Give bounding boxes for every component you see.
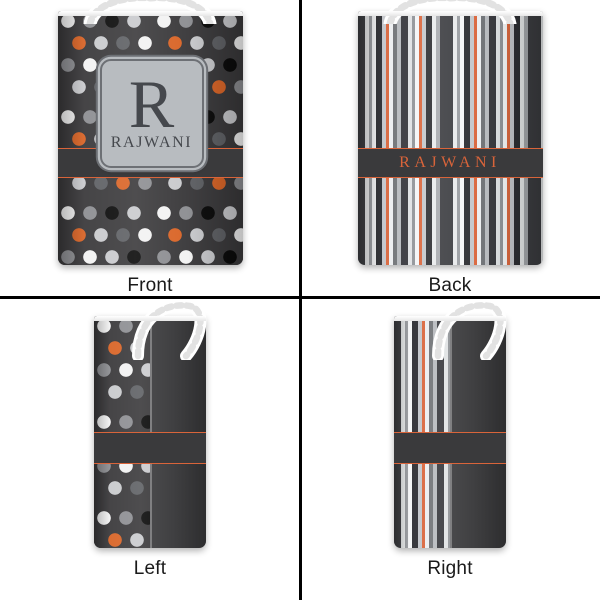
bag-left <box>94 300 207 548</box>
wrap-band <box>94 432 206 464</box>
view-caption-left: Left <box>133 558 167 579</box>
monogram-name: RAJWANI <box>110 133 193 151</box>
view-caption-right: Right <box>427 558 473 579</box>
bag-body-left <box>94 316 206 548</box>
view-panel-right: Right <box>300 300 600 600</box>
bag-back: RAJWANI <box>357 0 543 265</box>
vertical-stripe-pattern <box>357 11 543 265</box>
monogram-letter: R <box>128 66 175 143</box>
monogram-plate: R RAJWANI <box>99 59 204 168</box>
view-panel-front: R RAJWANI Front <box>0 0 300 300</box>
bag-body-right <box>394 316 506 548</box>
bag-top-lip <box>57 11 243 16</box>
bag-body-front: R RAJWANI <box>57 11 243 265</box>
view-panel-left: Left <box>0 300 300 600</box>
bag-front: R RAJWANI <box>57 0 243 265</box>
wrap-band: RAJWANI <box>357 148 543 178</box>
bag-right <box>394 300 507 548</box>
band-name-text: RAJWANI <box>399 154 501 171</box>
wrap-band <box>394 432 506 464</box>
divider-horizontal <box>0 296 600 299</box>
bag-top-lip <box>94 316 206 321</box>
bag-body-back: RAJWANI <box>357 11 543 265</box>
view-panel-back: RAJWANI Back <box>300 0 600 300</box>
bag-top-lip <box>394 316 506 321</box>
bag-top-lip <box>357 11 543 16</box>
view-caption-back: Back <box>428 275 472 296</box>
divider-vertical <box>299 0 302 600</box>
view-caption-front: Front <box>127 275 173 296</box>
